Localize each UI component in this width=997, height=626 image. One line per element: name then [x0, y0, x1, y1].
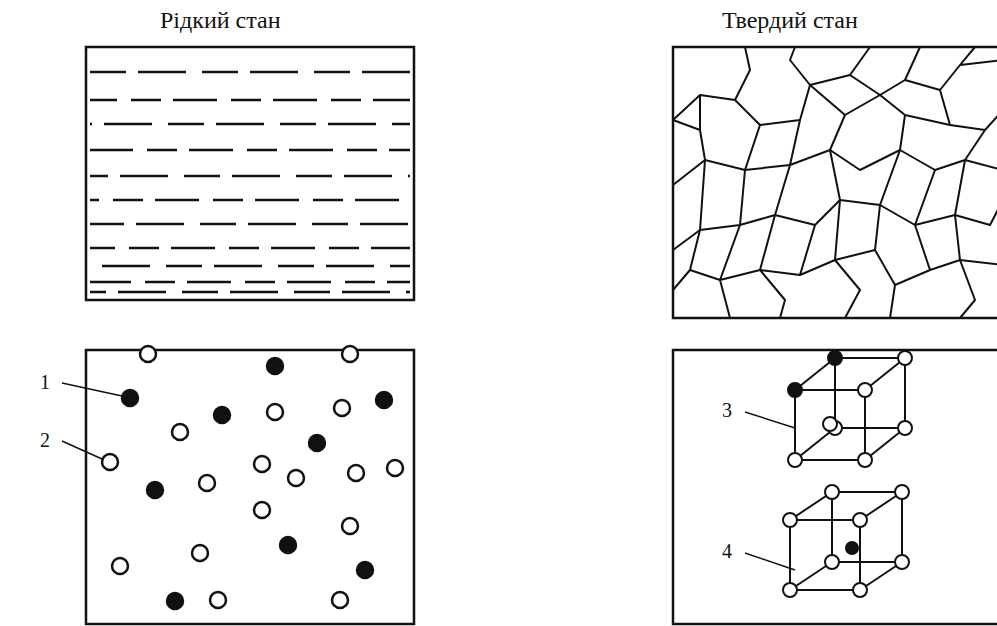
lattice-atom: [846, 542, 858, 554]
solute-atom: [376, 392, 392, 408]
callout-number: 1: [40, 372, 50, 392]
flow-line: [90, 281, 410, 284]
solvent-atom: [172, 424, 188, 440]
leader-lines: [62, 383, 795, 570]
solute-atom: [309, 435, 325, 451]
solvent-atom: [334, 400, 350, 416]
lattice-atom: [788, 453, 802, 467]
lattice-atom: [825, 555, 839, 569]
solute-atom: [267, 358, 283, 374]
lattice-atom: [853, 583, 867, 597]
flow-line: [90, 199, 410, 202]
callout-number: 3: [722, 400, 732, 420]
flow-line: [90, 99, 410, 102]
lattice-atom: [788, 383, 802, 397]
cell-edge: [790, 520, 860, 590]
lattice-atom: [858, 383, 872, 397]
solvent-atom: [254, 502, 270, 518]
solvent-atom: [254, 456, 270, 472]
flow-line: [90, 71, 410, 74]
solid-macro-frame: [673, 47, 997, 318]
lattice-atom: [898, 421, 912, 435]
crystal-cells: [783, 351, 912, 597]
liquid-macro-frame: [86, 47, 414, 300]
grain-boundaries: [673, 47, 997, 318]
solute-atom: [122, 390, 138, 406]
flow-line: [90, 175, 410, 178]
solvent-atom: [342, 346, 358, 362]
lattice-atom: [895, 555, 909, 569]
solvent-atom: [348, 465, 364, 481]
lattice-atom: [783, 513, 797, 527]
liquid-atoms-frame: [86, 350, 414, 624]
flow-line: [90, 247, 410, 250]
cell-edge: [795, 390, 865, 460]
lattice-atom: [828, 351, 842, 365]
solute-atom: [280, 537, 296, 553]
callout-number: 2: [40, 430, 50, 450]
flow-line: [90, 223, 410, 226]
solvent-atom: [288, 470, 304, 486]
flow-line: [90, 291, 410, 294]
solute-atom: [357, 562, 373, 578]
liquid-atoms: [102, 346, 403, 609]
solvent-atom: [112, 558, 128, 574]
solute-atom: [167, 593, 183, 609]
solvent-atom: [210, 592, 226, 608]
solvent-atom: [140, 346, 156, 362]
solvent-atom: [387, 460, 403, 476]
lattice-atom: [853, 513, 867, 527]
state-heading: Твердий стан: [722, 8, 858, 32]
solvent-atom: [332, 592, 348, 608]
lattice-atom: [783, 583, 797, 597]
solvent-atom: [267, 404, 283, 420]
solute-atom: [147, 482, 163, 498]
flow-line: [90, 123, 410, 126]
lattice-atom: [858, 453, 872, 467]
lattice-atom: [825, 485, 839, 499]
flow-line: [90, 265, 410, 268]
state-heading: Рідкий стан: [160, 8, 281, 32]
lattice-atom: [895, 485, 909, 499]
cell-edge: [835, 358, 905, 428]
flow-line: [90, 149, 410, 152]
solvent-atom: [342, 518, 358, 534]
solute-atom: [214, 407, 230, 423]
solvent-atom: [192, 545, 208, 561]
lattice-atom: [823, 417, 837, 431]
solvent-atom: [102, 454, 118, 470]
liquid-flow-lines: [90, 72, 410, 292]
solvent-atom: [199, 475, 215, 491]
lattice-atom: [898, 351, 912, 365]
cell-edge: [832, 492, 902, 562]
callout-number: 4: [722, 541, 732, 561]
solid-atoms-frame: [673, 350, 997, 624]
